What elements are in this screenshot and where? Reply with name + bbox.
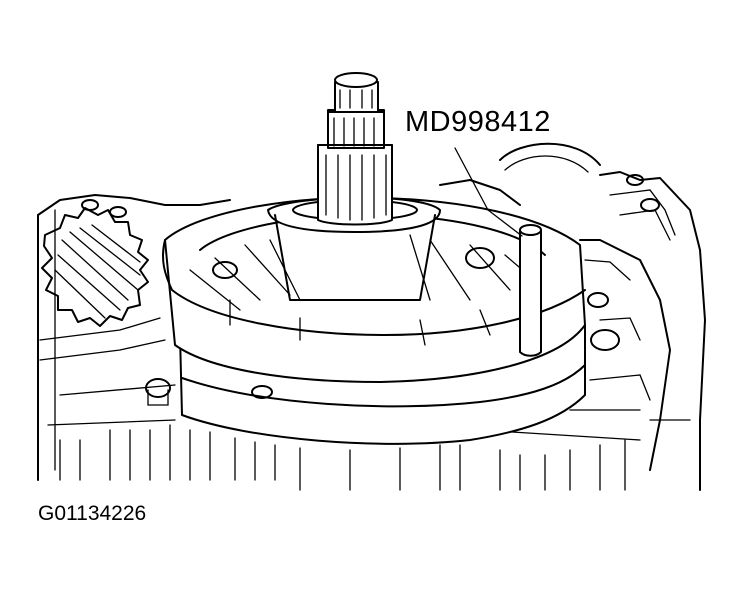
oil-pump-body <box>162 196 586 445</box>
gear-left <box>41 207 149 327</box>
transmission-case-left <box>37 194 276 481</box>
transmission-case-right <box>299 142 706 491</box>
tool-callout-label: MD998412 <box>405 106 551 138</box>
special-tool-pin <box>519 224 542 357</box>
input-shaft <box>317 72 393 226</box>
figure-id-label: G01134226 <box>38 502 147 525</box>
case-bolt-left <box>81 199 171 406</box>
callout-leader-line <box>454 147 523 237</box>
